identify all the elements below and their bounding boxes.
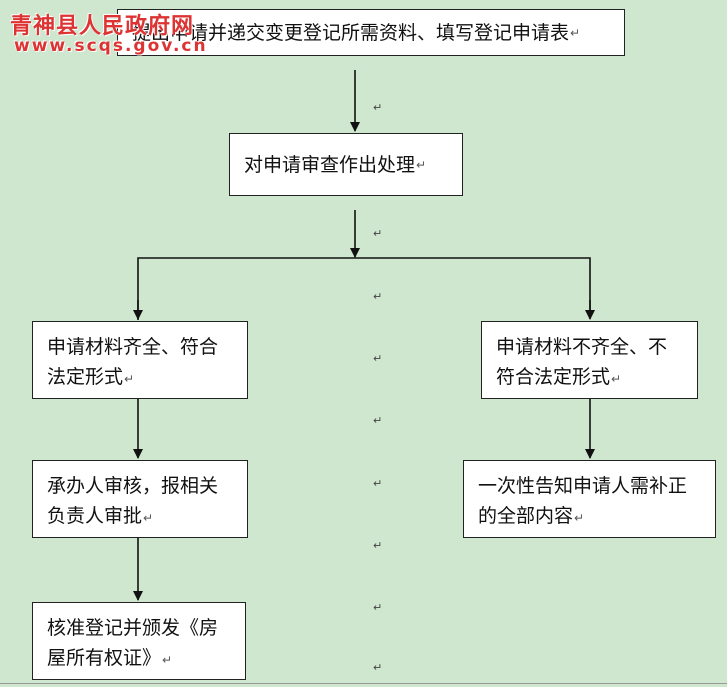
paragraph-mark-icon: ↵ xyxy=(416,157,427,172)
paragraph-mark-icon: ↵ xyxy=(124,372,135,386)
paragraph-mark-icon: ↵ xyxy=(373,290,383,303)
paragraph-mark-icon: ↵ xyxy=(162,653,173,667)
paragraph-mark-icon: ↵ xyxy=(373,601,383,614)
paragraph-mark-icon: ↵ xyxy=(373,477,383,490)
step-issue-box: 核准登记并颁发《房屋所有权证》↵ xyxy=(32,602,246,680)
watermark-title: 青神县人民政府网 xyxy=(10,14,195,39)
branch-connector xyxy=(137,257,591,320)
paragraph-mark-icon: ↵ xyxy=(373,101,383,114)
step-issue-text: 核准登记并颁发《房屋所有权证》 xyxy=(47,617,219,669)
step-notify-box: 一次性告知申请人需补正的全部内容↵ xyxy=(463,460,716,538)
step-submit-text: 提出申请并递交变更登记所需资料、填写登记申请表 xyxy=(132,21,570,44)
paragraph-mark-icon: ↵ xyxy=(143,511,154,525)
step-review-box: 对申请审查作出处理↵ xyxy=(229,133,463,196)
paragraph-mark-icon: ↵ xyxy=(574,511,585,525)
step-complete-text: 申请材料齐全、符合法定形式 xyxy=(47,336,219,388)
step-approve-text: 承办人审核，报相关负责人审批 xyxy=(47,475,219,527)
step-notify-text: 一次性告知申请人需补正的全部内容 xyxy=(478,475,688,527)
step-submit-box: 提出申请并递交变更登记所需资料、填写登记申请表↵ xyxy=(117,9,625,56)
paragraph-mark-icon: ↵ xyxy=(373,352,383,365)
paragraph-mark-icon: ↵ xyxy=(570,25,581,40)
paragraph-mark-icon: ↵ xyxy=(373,227,383,240)
paragraph-mark-icon: ↵ xyxy=(373,414,383,427)
page-bottom-rule xyxy=(0,683,727,684)
paragraph-mark-icon: ↵ xyxy=(611,372,622,386)
step-approve-box: 承办人审核，报相关负责人审批↵ xyxy=(32,460,248,538)
step-incomplete-box: 申请材料不齐全、不符合法定形式↵ xyxy=(481,321,698,399)
paragraph-mark-icon: ↵ xyxy=(373,661,383,674)
step-review-text: 对申请审查作出处理 xyxy=(244,153,416,176)
paragraph-mark-icon: ↵ xyxy=(373,539,383,552)
step-incomplete-text: 申请材料不齐全、不符合法定形式 xyxy=(496,336,668,388)
step-complete-box: 申请材料齐全、符合法定形式↵ xyxy=(32,321,248,399)
watermark-url: www.scqs.gov.cn xyxy=(14,36,208,56)
